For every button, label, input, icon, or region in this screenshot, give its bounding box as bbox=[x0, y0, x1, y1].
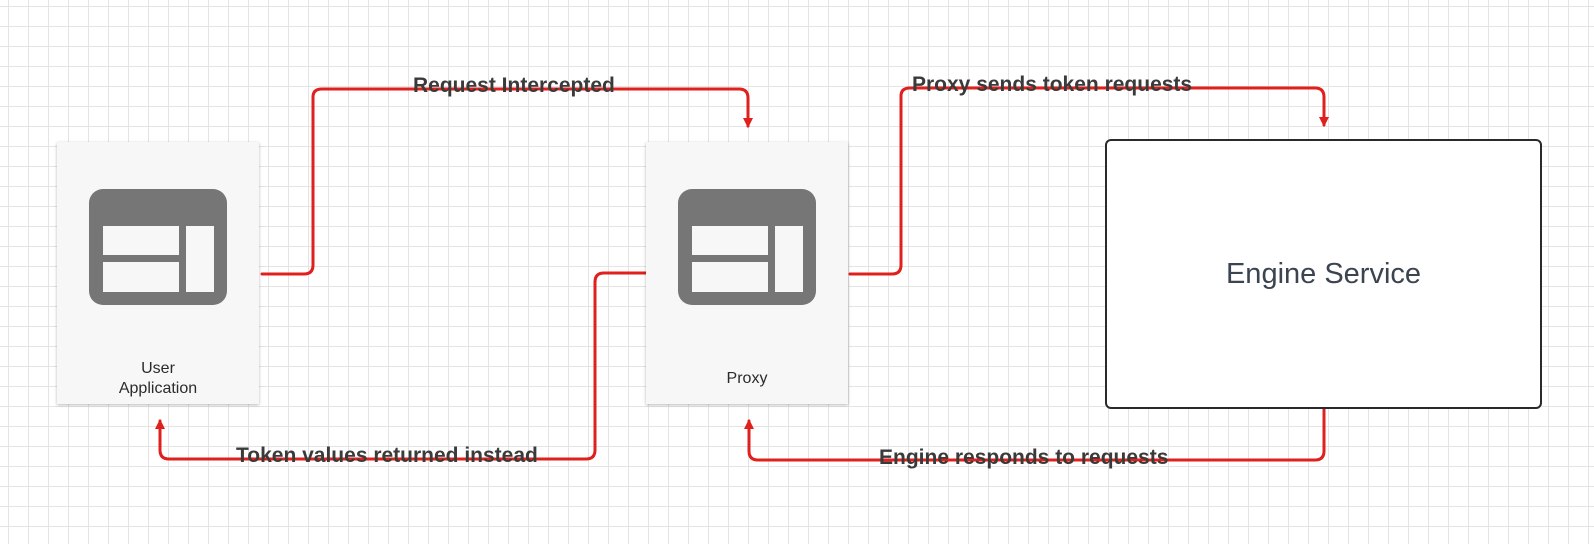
user-application-label: User Application bbox=[118, 360, 198, 397]
user-application-node[interactable]: User Application bbox=[57, 142, 259, 404]
app-window-icon bbox=[89, 189, 227, 305]
engine-service-label: Engine Service bbox=[1225, 257, 1422, 290]
proxy-label: Proxy bbox=[726, 370, 768, 387]
label-token-values-returned: Token values returned instead bbox=[236, 444, 538, 467]
edge-engine-responds[interactable] bbox=[744, 407, 1326, 462]
edge-request-intercepted[interactable] bbox=[260, 87, 753, 276]
proxy-node[interactable]: Proxy bbox=[646, 142, 848, 404]
label-engine-responds: Engine responds to requests bbox=[879, 446, 1169, 469]
app-window-icon bbox=[678, 189, 816, 305]
engine-service-node[interactable]: Engine Service bbox=[1105, 139, 1542, 409]
label-proxy-sends-token-requests: Proxy sends token requests bbox=[912, 73, 1193, 96]
edge-token-values-returned[interactable] bbox=[155, 271, 648, 461]
edge-proxy-sends-token-requests[interactable] bbox=[848, 86, 1329, 276]
label-request-intercepted: Request Intercepted bbox=[413, 74, 615, 97]
